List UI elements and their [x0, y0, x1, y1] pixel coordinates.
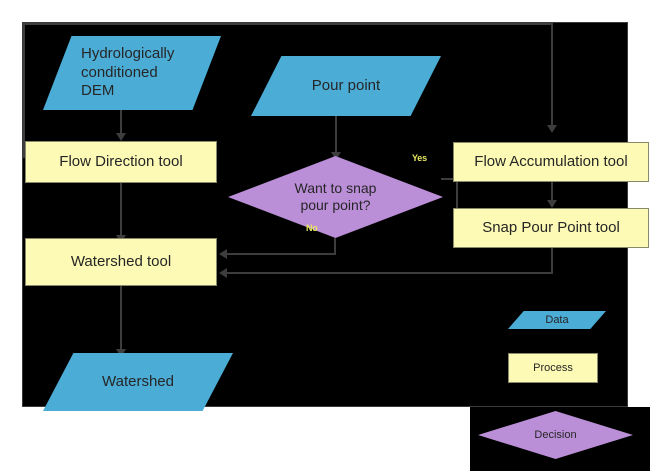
node-label: Flow Accumulation tool — [474, 152, 628, 170]
connector-dem-to-flowdirection — [120, 110, 122, 135]
legend-label: Decision — [534, 429, 577, 441]
connector-flowdir-to-flowaccum-drop — [551, 23, 553, 127]
connector-no-run-to-watershed — [226, 253, 336, 255]
legend-label: Data — [545, 314, 569, 326]
branch-label-no: No — [306, 223, 318, 233]
arrowhead-into-watershed-tool-no — [219, 249, 227, 259]
arrowhead-into-decision — [331, 152, 341, 160]
connector-flowdir-to-flowaccum-left-riser — [23, 23, 25, 157]
connector-yes-drop — [456, 178, 458, 226]
arrowhead-into-flow-direction — [116, 133, 126, 141]
connector-flowdir-to-flowaccum-top-run — [23, 23, 553, 25]
arrowhead-into-flow-accumulation — [547, 125, 557, 133]
node-label: Watershed tool — [70, 252, 172, 270]
arrowhead-into-watershed-tool-snap — [219, 268, 227, 278]
branch-label-yes: Yes — [412, 153, 427, 163]
connector-snap-to-watershedtool-run — [226, 272, 553, 274]
legend-item-process: Process — [508, 353, 598, 383]
node-snap-pour-point-tool[interactable]: Snap Pour Point tool — [453, 208, 649, 248]
flowchart-canvas: Hydrologically conditioned DEM Flow Dire… — [22, 22, 649, 411]
connector-snap-to-watershedtool-drop — [551, 248, 553, 274]
connector-flowaccum-to-snap — [551, 182, 553, 202]
connector-watershedtool-to-watershed — [120, 286, 122, 351]
node-flow-accumulation-tool[interactable]: Flow Accumulation tool — [453, 142, 649, 182]
node-label: Snap Pour Point tool — [482, 218, 620, 236]
node-want-to-snap-pour-point-decision[interactable]: Want to snap pour point? — [228, 156, 443, 238]
node-watershed-output[interactable]: Watershed — [43, 353, 233, 411]
node-label: Flow Direction tool — [59, 152, 183, 170]
node-pour-point[interactable]: Pour point — [251, 56, 441, 116]
node-label: Pour point — [311, 76, 381, 94]
legend-label: Process — [533, 362, 573, 374]
node-label: Watershed — [102, 372, 174, 390]
legend-item-data: Data — [508, 311, 606, 329]
node-flow-direction-tool[interactable]: Flow Direction tool — [25, 141, 217, 183]
node-hydrologically-conditioned-dem[interactable]: Hydrologically conditioned DEM — [43, 36, 221, 110]
node-label: Want to snap pour point? — [294, 179, 377, 214]
connector-yes-run — [441, 178, 458, 180]
node-label: Hydrologically conditioned DEM — [81, 44, 175, 100]
connector-no-drop — [334, 238, 336, 255]
node-watershed-tool[interactable]: Watershed tool — [25, 238, 217, 286]
arrowhead-into-snap-pour-point-top — [547, 200, 557, 208]
connector-pourpoint-to-decision — [335, 116, 337, 154]
connector-flowdirection-to-watershedtool — [120, 183, 122, 237]
